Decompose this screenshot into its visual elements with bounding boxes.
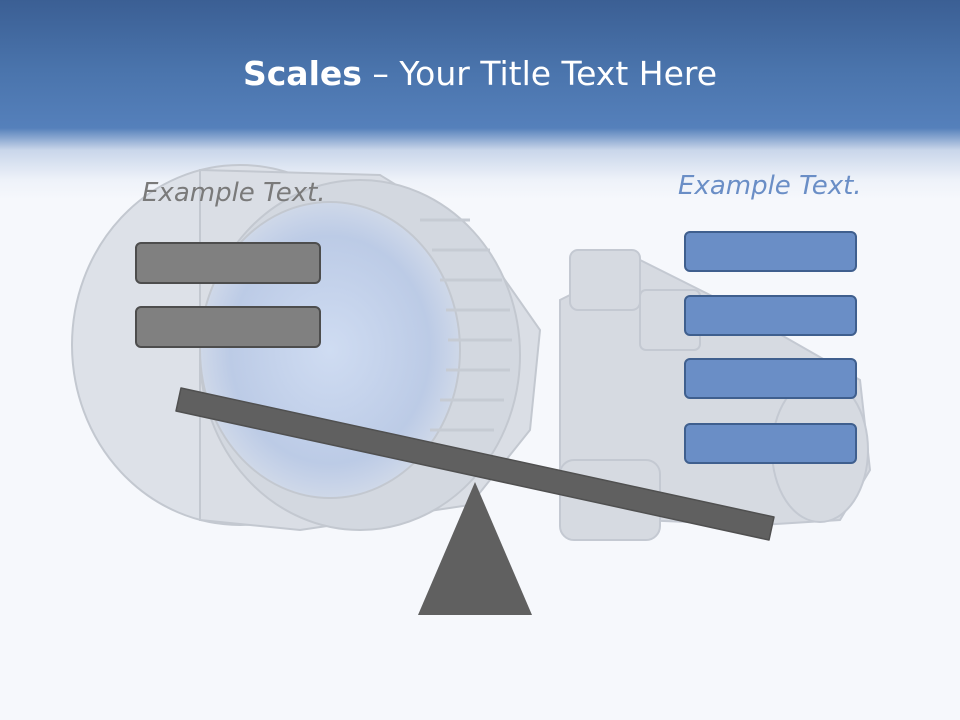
scale-fulcrum	[418, 482, 532, 615]
right-example-text: Example Text.	[678, 171, 862, 201]
right-box-2	[684, 295, 857, 336]
title-bold: Scales	[242, 54, 362, 93]
right-box-3	[684, 358, 857, 399]
right-box-4	[684, 423, 857, 464]
header-band	[0, 0, 960, 200]
slide-title: Scales – Your Title Text Here	[0, 52, 960, 96]
scale-beam	[175, 387, 775, 541]
title-rest: – Your Title Text Here	[361, 54, 718, 93]
left-example-text: Example Text.	[142, 178, 326, 208]
left-box-1	[135, 242, 321, 284]
right-box-1	[684, 231, 857, 272]
left-box-2	[135, 306, 321, 348]
